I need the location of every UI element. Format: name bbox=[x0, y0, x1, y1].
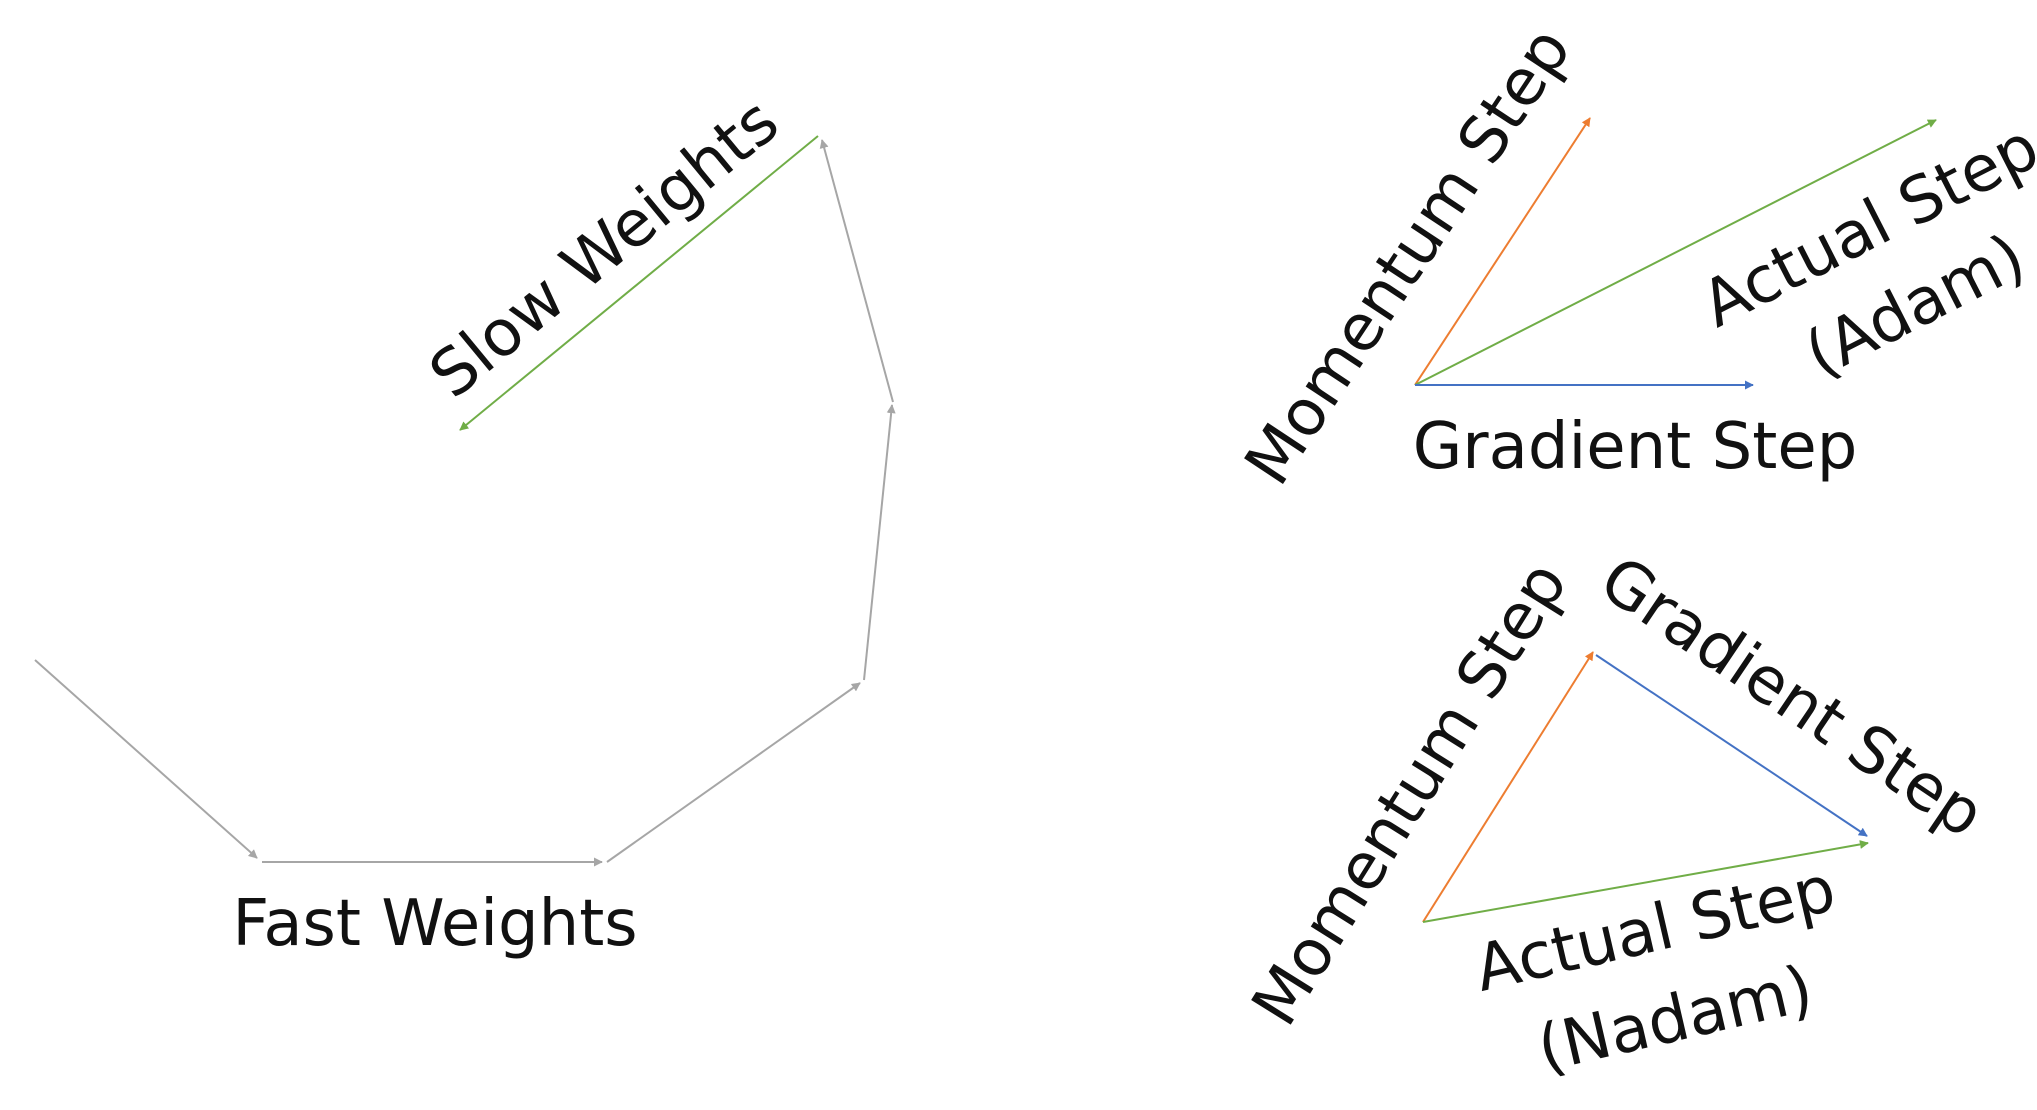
slow-weights-label: Slow Weights bbox=[417, 85, 793, 413]
nadam-gradient-arrow bbox=[1595, 654, 1868, 837]
nadam-actual-arrow bbox=[1422, 839, 1869, 923]
nadam-panel: Momentum Step Gradient Step Actual Step … bbox=[1238, 543, 1997, 1087]
fast-step-5 bbox=[819, 139, 894, 403]
adam-actual-arrow bbox=[1414, 119, 1937, 386]
fast-step-4 bbox=[863, 404, 896, 681]
adam-panel: Momentum Step Actual Step (Adam) Gradien… bbox=[1231, 15, 2037, 498]
fast-weights-path bbox=[34, 139, 896, 867]
lookahead-panel: Slow Weights Fast Weights bbox=[34, 85, 896, 961]
nadam-momentum-arrow bbox=[1422, 651, 1594, 923]
fast-step-3 bbox=[606, 682, 861, 863]
fast-weights-label: Fast Weights bbox=[232, 887, 637, 961]
adam-momentum-arrow bbox=[1414, 117, 1591, 386]
nadam-gradient-label: Gradient Step bbox=[1587, 543, 1997, 853]
slow-weights-arrow bbox=[459, 135, 819, 431]
adam-gradient-label: Gradient Step bbox=[1413, 410, 1858, 484]
fast-step-1 bbox=[34, 659, 258, 859]
